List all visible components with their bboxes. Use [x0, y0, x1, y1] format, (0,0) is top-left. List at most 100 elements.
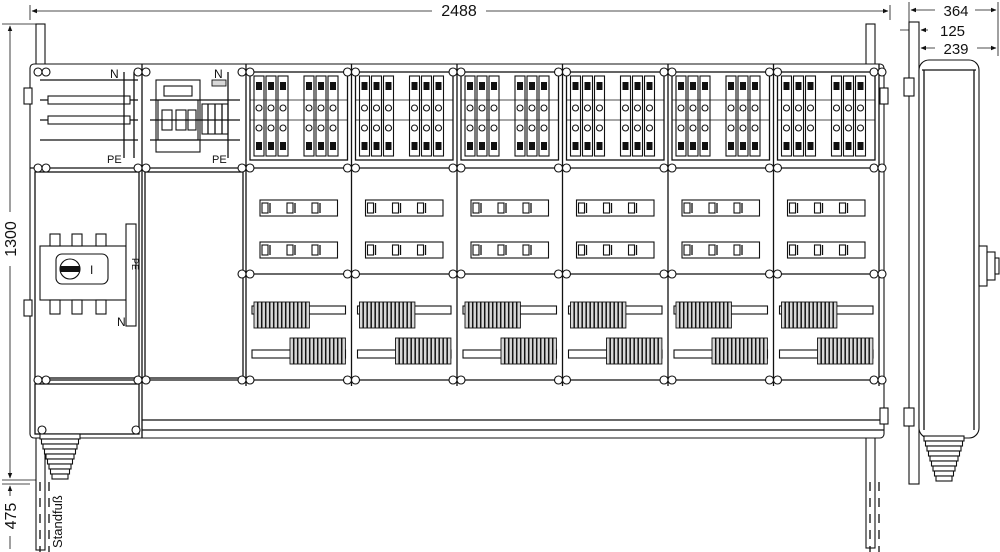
dimension-total-width-label: 2488 — [441, 3, 477, 20]
bolt-icon — [772, 375, 783, 385]
circuit-breaker — [733, 244, 741, 256]
terminal-block — [792, 75, 805, 157]
hinge-icon — [879, 87, 889, 105]
terminal-block — [854, 75, 867, 157]
terminal-block — [315, 75, 327, 157]
terminal-block — [725, 75, 737, 157]
terminal-block — [593, 75, 606, 157]
bolt-icon — [245, 67, 255, 77]
breaker-rail — [575, 199, 655, 217]
breaker-rail — [470, 241, 550, 259]
bolt-icon — [764, 163, 775, 173]
bolt-icon — [237, 269, 247, 279]
busbar-pe-label: PE — [107, 154, 122, 166]
circuit-breaker — [522, 202, 530, 214]
surge-protection-field: N PE — [150, 67, 240, 166]
bolt-icon — [877, 163, 887, 173]
bolt-icon — [448, 67, 458, 77]
bolt-icon — [237, 375, 247, 385]
bolt-icon — [448, 375, 458, 385]
plinth-feet — [39, 433, 81, 480]
circuit-breaker — [602, 202, 611, 214]
terminal-block — [432, 75, 445, 157]
circuit-breaker — [261, 244, 269, 256]
bolt-icon — [877, 67, 887, 77]
side-plinth-foot — [923, 435, 965, 482]
dimension-depth-front-label: 125 — [940, 23, 965, 40]
dimension-depth-total-label: 364 — [943, 3, 968, 20]
surge-n-label: N — [214, 67, 223, 81]
bolt-icon — [877, 269, 887, 279]
circuit-breaker — [577, 202, 586, 214]
bolt-icon — [764, 375, 775, 385]
bolt-icon — [456, 67, 466, 77]
bolt-icon — [237, 163, 247, 173]
bolt-icon — [350, 163, 361, 173]
terminal-area — [460, 71, 560, 161]
bolt-icon — [245, 375, 255, 385]
terminal-area — [776, 71, 876, 161]
dimension-height: 1300 — [0, 23, 36, 481]
bolt-icon — [561, 163, 572, 173]
circuit-breaker — [416, 244, 425, 256]
bolt-icon — [245, 269, 255, 279]
dimension-height-label: 1300 — [3, 221, 20, 257]
terminal-area — [565, 71, 665, 161]
circuit-breaker — [813, 244, 822, 256]
circuit-breaker — [627, 244, 636, 256]
circuit-breaker — [497, 202, 505, 214]
bolt-icon — [41, 163, 51, 173]
terminal-block — [488, 75, 500, 157]
bolt-icon — [37, 425, 47, 435]
bolt-icon — [41, 67, 51, 77]
circuit-breaker — [577, 244, 586, 256]
bolt-icon — [133, 67, 143, 77]
terminal-block — [408, 75, 421, 157]
bolt-icon — [350, 269, 361, 279]
bolt-icon — [456, 163, 466, 173]
circuit-breaker — [708, 244, 716, 256]
side-view — [903, 21, 1000, 485]
bolt-icon — [764, 67, 775, 77]
bolt-icon — [667, 375, 677, 385]
meter-field-columns — [249, 64, 880, 386]
circuit-breaker — [286, 244, 294, 256]
circuit-breaker — [522, 244, 530, 256]
circuit-breaker — [366, 244, 375, 256]
terminal-block — [253, 75, 265, 157]
bolt-icon — [553, 163, 564, 173]
bolt-icon — [659, 375, 669, 385]
bolt-icon — [342, 375, 353, 385]
bolt-icon — [659, 67, 669, 77]
bolt-icon — [553, 375, 564, 385]
bolt-icon — [342, 163, 353, 173]
dimension-total-width: 2488 — [29, 0, 891, 20]
bolt-icon — [342, 67, 353, 77]
bolt-icon — [448, 163, 458, 173]
circuit-breaker — [416, 202, 425, 214]
circuit-breaker — [497, 244, 505, 256]
breaker-rail — [681, 199, 761, 217]
circuit-breaker — [683, 202, 691, 214]
bolt-icon — [561, 269, 572, 279]
breaker-rail — [681, 241, 761, 259]
circuit-breaker — [366, 202, 375, 214]
terminal-area — [354, 71, 454, 161]
bolt-icon — [659, 163, 669, 173]
circuit-breaker — [708, 202, 716, 214]
bolt-icon — [41, 375, 51, 385]
terminal-block — [780, 75, 793, 157]
bolt-icon — [659, 269, 669, 279]
terminal-block — [842, 75, 855, 157]
circuit-breaker — [788, 202, 797, 214]
bolt-icon — [553, 67, 564, 77]
bolt-icon — [141, 67, 151, 77]
surge-pe-label: PE — [212, 154, 227, 166]
terminal-block — [514, 75, 526, 157]
circuit-breaker — [472, 202, 480, 214]
hinge-icon — [879, 407, 889, 425]
bolt-icon — [456, 269, 466, 279]
meter-field-column — [460, 64, 564, 386]
bolt-icon — [561, 375, 572, 385]
breaker-rail — [364, 241, 444, 259]
